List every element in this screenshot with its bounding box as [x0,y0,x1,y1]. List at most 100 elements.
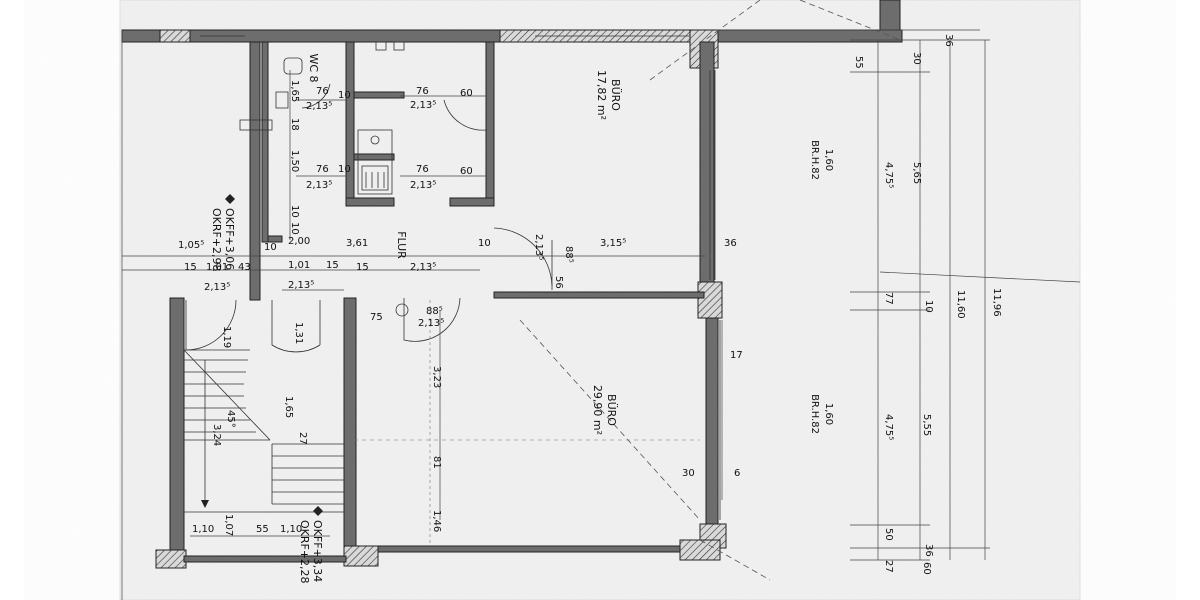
dimension-label: 1,60 [823,149,834,171]
kitchen-dimensions: 76 10 2,13⁵ 76 60 2,13⁵ 76 10 2,13⁵ 76 6… [289,80,473,235]
dimension-label: 1,05⁵ [178,240,204,251]
column-bottom-mid [343,545,379,567]
sink-tap-icon [370,135,380,145]
service-wall-b [485,41,495,203]
stair-bottom-wall [183,555,347,563]
dimension-label: 1,07 [223,514,234,536]
dimension-label: 11,96 [991,288,1002,317]
service-wall-d [449,197,495,207]
dimension-label: 27 [297,432,308,445]
dimension-label: 1,19 [221,326,232,348]
radiator-icon [239,119,273,131]
stair-arrow-icon [201,500,209,508]
office-bottom-label: BÜRO 29,90 m² [591,385,618,435]
dimension-label: 76 [416,164,429,175]
dimension-label: 60 [460,166,473,177]
service-wall-a [345,41,355,205]
dimension-label: 3,23 [431,366,442,388]
dimension-label: 2,13⁵ [410,180,436,191]
dimension-label: 60 [921,562,932,575]
dimension-label: 2,13⁵ [288,280,314,291]
sink-basin [361,165,389,191]
door-swing-wc [301,83,331,109]
dimension-label: 2,13⁵ [204,282,230,293]
office-top-name: BÜRO [609,79,622,111]
dimension-label: 56 [553,276,564,289]
dimension-label: 2,13⁵ [533,234,544,260]
left-wall-upper [249,41,261,301]
dimension-label: 1,31 [293,322,304,344]
dimension-label: 4,75⁵ [883,162,894,188]
dimension-label: 36 [943,34,954,47]
dimension-label: 15 [326,260,339,271]
construction-lines [354,0,901,581]
office-dimensions: 75 88⁵ 2,13⁵ 3,23 81 1,46 17 30 6 [370,306,743,532]
dimension-label: 1,65 [289,80,300,102]
right-wall-lower [705,317,719,529]
dimension-label: 3,24 [211,424,222,446]
office-top-label: BÜRO 17,82 m² [595,70,622,120]
dimension-label: 36 [724,238,737,249]
vent-icon-1 [375,41,387,51]
dimension-label: 60 [460,88,473,99]
staircase [183,349,344,513]
dimension-label: 88⁵ [426,306,443,317]
stair-left-wall [169,297,185,553]
office-divider [493,291,705,299]
toilet-icon [283,57,303,75]
dimension-label: 2,13⁵ [410,100,436,111]
corridor-dimensions: 10 2,00 3,61 10 3,15⁵ 36 88⁵ 2,13⁵ 56 1,… [178,234,737,293]
level-diamond-icon [313,506,323,516]
door-swing-kitchen [443,99,487,131]
top-wall-column [159,29,191,43]
dimension-label: 45° [225,410,236,428]
corridor-label: FLUR [395,231,408,259]
dimension-label: 76 [316,86,329,97]
dimension-label: 3,61 [346,238,368,249]
dimension-label: 10 [289,205,300,218]
dimension-label: 6 [734,468,740,479]
dimension-label: 2,13⁵ [418,318,444,329]
dimension-label: 15 [184,262,197,273]
level-marker-upper: OKFF+3,06 OKRF+2,98 [210,194,236,272]
dimension-label: 55 [853,56,864,69]
dimension-label: 2,13⁵ [306,180,332,191]
dimension-label: BR.H.82 [809,394,820,434]
wc-label: WC 8 [307,53,320,82]
level-lower-line2: OKRF+2,28 [298,520,311,584]
dimension-lines [121,29,1081,600]
dimension-label: 10 [478,238,491,249]
office-fixture-icon [395,303,409,317]
washbasin-icon [275,91,289,109]
dimension-label: 55 [256,524,269,535]
dimension-label: 1,60 [823,403,834,425]
right-dimensions: 1,60 BR.H.82 1,60 BR.H.82 30 55 4,75⁵ 5,… [809,34,1002,575]
paper-edge [119,0,1081,600]
stair-dimensions: 1,19 1,31 3,24 45° 1,65 27 1,10 1,07 55 … [192,322,308,536]
dimension-label: BR.H.82 [809,140,820,180]
door-swing-stair [185,299,237,351]
dimension-label: 1,65 [283,396,294,418]
door-swing-office-top [493,227,553,287]
dimension-label: 43 [238,262,251,273]
dimension-label: 1,10 [280,524,302,535]
doors [185,83,553,353]
column-middle-right [697,281,723,319]
dimension-label: 5,55 [921,414,932,436]
level-diamond-icon [225,194,235,204]
dimension-label: 50 [883,528,894,541]
office-left-wall [343,297,357,551]
dimension-label: 27 [883,560,894,573]
wc-left-wall [261,41,269,243]
dimension-label: 36 [923,544,934,557]
kitchen-shelf-wall [353,91,405,99]
dimension-label: 2,13⁵ [306,101,332,112]
office-top-area: 17,82 m² [595,70,608,120]
dimension-label: 77 [883,292,894,305]
column-bottom-left [155,549,187,569]
level-upper-line1: OKFF+3,06 [223,208,236,270]
office-bottom-wall [355,545,701,553]
dimension-label: 4,75⁵ [883,414,894,440]
right-wall-upper [699,41,715,293]
